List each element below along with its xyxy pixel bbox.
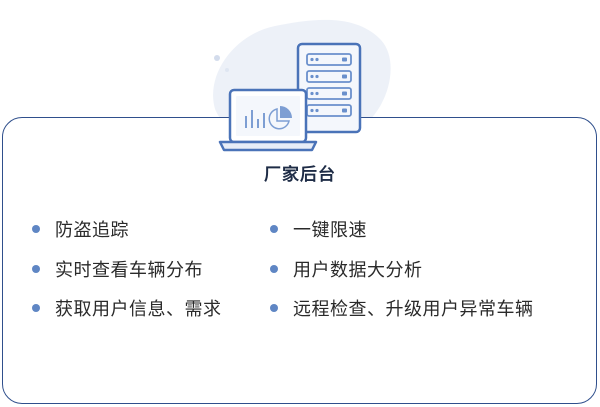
feature-label: 一键限速: [293, 220, 367, 241]
feature-label: 用户数据大分析: [293, 260, 423, 281]
bullet-icon: [270, 225, 278, 233]
feature-item: 用户数据大分析: [270, 257, 423, 281]
panel-card: [2, 117, 597, 404]
bullet-icon: [270, 265, 278, 273]
feature-item: 远程检查、升级用户异常车辆: [270, 296, 534, 320]
feature-label: 获取用户信息、需求: [55, 299, 222, 320]
bullet-icon: [32, 304, 40, 312]
bullet-icon: [270, 304, 278, 312]
panel-title: 厂家后台: [264, 165, 336, 185]
backend-illustration: [218, 42, 362, 152]
feature-label: 实时查看车辆分布: [55, 260, 203, 281]
laptop-icon: [218, 88, 318, 152]
bullet-icon: [32, 225, 40, 233]
feature-item: 防盗追踪: [32, 217, 129, 241]
feature-label: 防盗追踪: [55, 220, 129, 241]
feature-item: 一键限速: [270, 217, 367, 241]
feature-item: 获取用户信息、需求: [32, 296, 222, 320]
feature-label: 远程检查、升级用户异常车辆: [293, 299, 534, 320]
feature-item: 实时查看车辆分布: [32, 257, 203, 281]
server-icon: [296, 42, 362, 134]
bullet-icon: [32, 265, 40, 273]
